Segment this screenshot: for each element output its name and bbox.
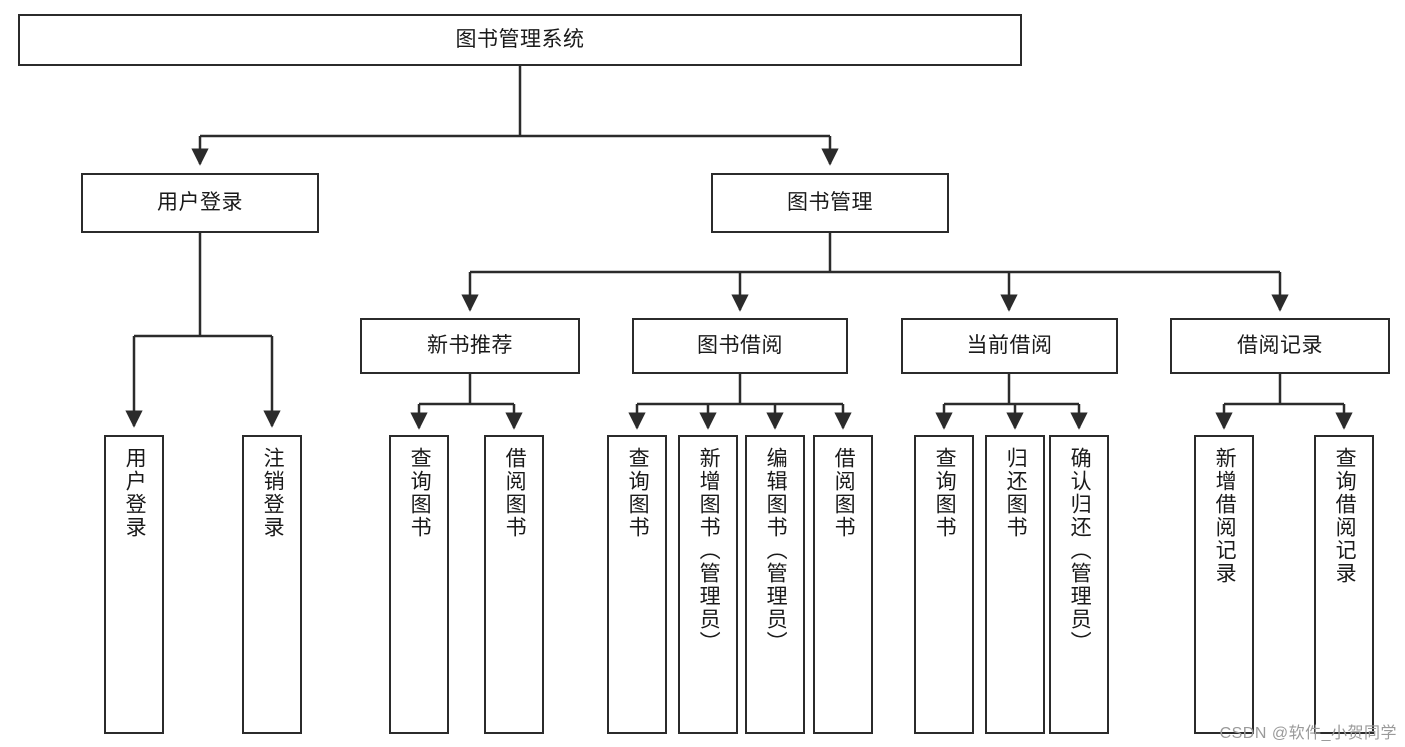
leaf-query-book-current[interactable]: 查询图书 bbox=[914, 435, 974, 734]
node-current-borrow-label: 当前借阅 bbox=[966, 334, 1053, 358]
leaf-logout[interactable]: 注销登录 bbox=[242, 435, 302, 734]
leaf-query-book-current-label: 查询图书 bbox=[933, 447, 957, 539]
leaf-edit-book-admin-label: 编辑图书（管理员） bbox=[764, 447, 788, 654]
node-book-management-label: 图书管理 bbox=[787, 191, 873, 215]
leaf-return-book-label: 归还图书 bbox=[1004, 447, 1028, 539]
leaf-borrow-book-borrow-label: 借阅图书 bbox=[832, 447, 856, 539]
node-user-login[interactable]: 用户登录 bbox=[81, 173, 319, 233]
leaf-edit-book-admin[interactable]: 编辑图书（管理员） bbox=[745, 435, 805, 734]
leaf-borrow-book-newbook-label: 借阅图书 bbox=[503, 447, 527, 539]
leaf-user-login-label: 用户登录 bbox=[123, 447, 147, 539]
leaf-confirm-return-admin[interactable]: 确认归还（管理员） bbox=[1049, 435, 1109, 734]
node-root[interactable]: 图书管理系统 bbox=[18, 14, 1022, 66]
leaf-query-book-borrow-label: 查询图书 bbox=[626, 447, 650, 539]
node-new-book-recommend-label: 新书推荐 bbox=[427, 334, 513, 358]
node-user-login-label: 用户登录 bbox=[157, 191, 243, 215]
leaf-query-book-newbook-label: 查询图书 bbox=[408, 447, 432, 539]
node-book-borrow-label: 图书借阅 bbox=[697, 334, 783, 358]
leaf-borrow-book-newbook[interactable]: 借阅图书 bbox=[484, 435, 544, 734]
leaf-borrow-book-borrow[interactable]: 借阅图书 bbox=[813, 435, 873, 734]
leaf-query-borrow-record-label: 查询借阅记录 bbox=[1333, 447, 1357, 585]
node-book-management[interactable]: 图书管理 bbox=[711, 173, 949, 233]
leaf-add-borrow-record[interactable]: 新增借阅记录 bbox=[1194, 435, 1254, 734]
node-borrow-record[interactable]: 借阅记录 bbox=[1170, 318, 1390, 374]
leaf-confirm-return-admin-label: 确认归还（管理员） bbox=[1068, 447, 1092, 654]
leaf-query-book-newbook[interactable]: 查询图书 bbox=[389, 435, 449, 734]
node-current-borrow[interactable]: 当前借阅 bbox=[901, 318, 1118, 374]
leaf-query-borrow-record[interactable]: 查询借阅记录 bbox=[1314, 435, 1374, 734]
leaf-add-book-admin[interactable]: 新增图书（管理员） bbox=[678, 435, 738, 734]
node-new-book-recommend[interactable]: 新书推荐 bbox=[360, 318, 580, 374]
leaf-add-borrow-record-label: 新增借阅记录 bbox=[1213, 447, 1237, 585]
node-book-borrow[interactable]: 图书借阅 bbox=[632, 318, 848, 374]
node-borrow-record-label: 借阅记录 bbox=[1237, 334, 1323, 358]
leaf-user-login[interactable]: 用户登录 bbox=[104, 435, 164, 734]
leaf-query-book-borrow[interactable]: 查询图书 bbox=[607, 435, 667, 734]
leaf-logout-label: 注销登录 bbox=[261, 447, 285, 539]
node-root-label: 图书管理系统 bbox=[455, 28, 585, 52]
leaf-return-book[interactable]: 归还图书 bbox=[985, 435, 1045, 734]
leaf-add-book-admin-label: 新增图书（管理员） bbox=[697, 447, 721, 654]
watermark: CSDN @软件_小贺同学 bbox=[1219, 725, 1397, 742]
